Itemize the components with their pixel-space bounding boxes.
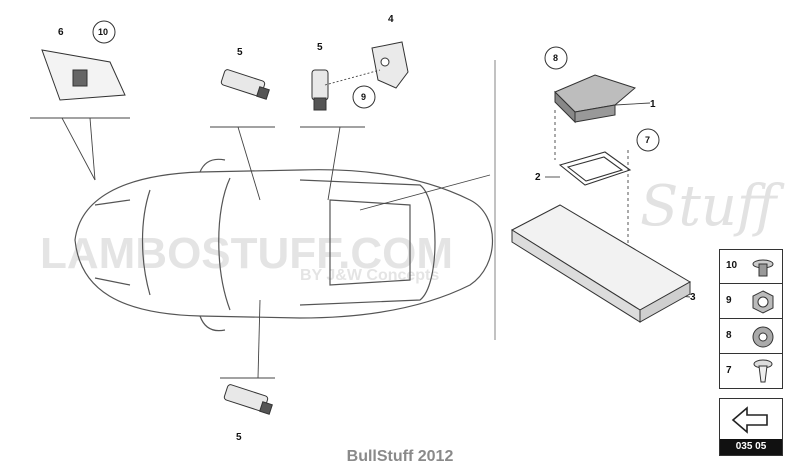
callout-circle-10	[92, 20, 116, 44]
parts-legend-item[interactable]: 7	[720, 355, 782, 389]
grommet-icon	[752, 326, 774, 348]
callout-2: 2	[535, 172, 541, 183]
car-top-view	[74, 158, 493, 332]
part-5-sensor-top	[220, 69, 270, 100]
leader-lines	[30, 60, 691, 379]
parts-legend-item[interactable]: 8	[720, 320, 782, 354]
part-4-bracket	[371, 41, 409, 89]
callout-10: 10	[98, 27, 108, 37]
part-5-sensor-mid	[311, 69, 329, 111]
part-5-sensor-bottom	[223, 384, 273, 415]
callout-5-bottom: 5	[236, 432, 242, 443]
parts-legend-number: 7	[726, 365, 732, 376]
parts-legend-number: 10	[726, 260, 738, 271]
parts-legend-panel: 10 9 8 7	[719, 249, 783, 389]
watermark-script: Stuff	[640, 174, 785, 239]
callout-1: 1	[650, 99, 656, 110]
parts-legend-number: 8	[726, 330, 732, 341]
callout-3: 3	[690, 292, 696, 303]
bolt-with-washer-icon	[752, 259, 774, 277]
diagram-code: 035 05	[720, 439, 782, 455]
callout-9: 9	[361, 92, 366, 102]
arrow-left-icon	[731, 406, 768, 434]
callout-7: 7	[645, 135, 650, 145]
callout-5-top: 5	[237, 47, 243, 58]
watermark-sub: BY J&W Concepts	[300, 267, 439, 284]
part-6-sensor-bracket	[41, 49, 126, 101]
parts-legend-item[interactable]: 10	[720, 250, 782, 284]
hex-nut-icon	[752, 290, 774, 314]
callout-circle-8	[544, 46, 568, 70]
callout-6: 6	[58, 27, 64, 38]
callout-5-mid: 5	[317, 42, 323, 53]
parts-legend-number: 9	[726, 295, 732, 306]
parts-legend-item[interactable]: 9	[720, 285, 782, 319]
footer-credit: BullStuff 2012	[346, 448, 454, 465]
callout-circle-7	[636, 128, 660, 152]
part-3-tray	[510, 204, 692, 323]
part-5-to-4-leader	[324, 69, 381, 86]
callout-circle-9	[352, 85, 376, 109]
expanding-rivet-icon	[753, 359, 773, 383]
part-2-frame	[558, 151, 632, 186]
callout-8: 8	[553, 53, 558, 63]
part-1-control-unit	[554, 74, 637, 124]
callout-4: 4	[388, 14, 394, 25]
back-nav-button[interactable]: 035 05	[719, 398, 783, 456]
watermark-main: LAMBOSTUFF.COM	[40, 229, 453, 278]
